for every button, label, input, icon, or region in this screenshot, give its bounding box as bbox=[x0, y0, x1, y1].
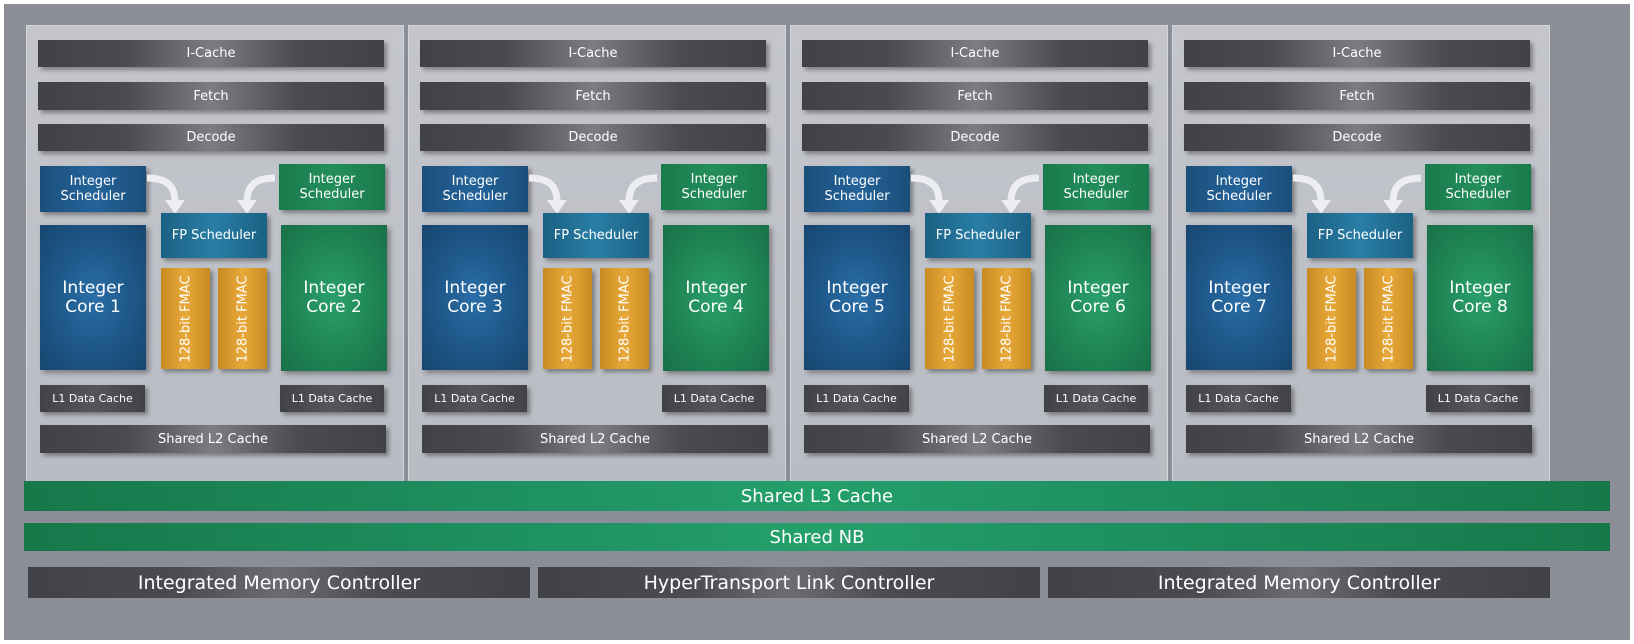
fmac-unit-b: 128-bit FMAC bbox=[218, 268, 267, 369]
curved-arrow-right-icon bbox=[1001, 174, 1040, 214]
fp-scheduler: FP Scheduler bbox=[1307, 213, 1413, 258]
integer-scheduler-left: Integer Scheduler bbox=[422, 166, 528, 212]
fmac-label: 128-bit FMAC bbox=[999, 274, 1014, 363]
integer-scheduler-left: Integer Scheduler bbox=[1186, 166, 1292, 212]
memory-controller-right: Integrated Memory Controller bbox=[1048, 567, 1550, 598]
fetch: Fetch bbox=[420, 82, 766, 110]
fetch: Fetch bbox=[38, 82, 384, 110]
integer-core-left: Integer Core 5 bbox=[804, 225, 910, 370]
l1-data-cache-left: L1 Data Cache bbox=[422, 385, 527, 412]
fp-scheduler: FP Scheduler bbox=[161, 213, 267, 258]
fmac-unit-a: 128-bit FMAC bbox=[925, 268, 974, 369]
shared-l2-cache: Shared L2 Cache bbox=[1186, 425, 1532, 453]
curved-arrow-right-icon bbox=[1383, 174, 1422, 214]
processor-module-2: I-Cache Fetch Decode Integer Scheduler I… bbox=[408, 25, 786, 489]
decode: Decode bbox=[420, 124, 766, 151]
icache: I-Cache bbox=[420, 40, 766, 67]
shared-l2-cache: Shared L2 Cache bbox=[804, 425, 1150, 453]
integer-scheduler-right: Integer Scheduler bbox=[661, 164, 767, 210]
curved-arrow-left-icon bbox=[146, 174, 185, 214]
fmac-unit-a: 128-bit FMAC bbox=[1307, 268, 1356, 369]
l1-data-cache-right: L1 Data Cache bbox=[662, 385, 766, 412]
fetch: Fetch bbox=[1184, 82, 1530, 110]
curved-arrow-left-icon bbox=[528, 174, 567, 214]
decode: Decode bbox=[1184, 124, 1530, 151]
integer-core-right: Integer Core 8 bbox=[1427, 225, 1533, 371]
processor-module-4: I-Cache Fetch Decode Integer Scheduler I… bbox=[1172, 25, 1550, 489]
integer-core-left: Integer Core 7 bbox=[1186, 225, 1292, 370]
fp-scheduler: FP Scheduler bbox=[543, 213, 649, 258]
curved-arrow-right-icon bbox=[619, 174, 658, 214]
fmac-unit-b: 128-bit FMAC bbox=[600, 268, 649, 369]
integer-core-right: Integer Core 4 bbox=[663, 225, 769, 371]
integer-scheduler-left: Integer Scheduler bbox=[804, 166, 910, 212]
fmac-label: 128-bit FMAC bbox=[178, 274, 193, 363]
fmac-unit-a: 128-bit FMAC bbox=[543, 268, 592, 369]
integer-scheduler-right: Integer Scheduler bbox=[279, 164, 385, 210]
curved-arrow-right-icon bbox=[237, 174, 276, 214]
curved-arrow-left-icon bbox=[1292, 174, 1331, 214]
processor-module-1: I-Cache Fetch Decode Integer Scheduler I… bbox=[26, 25, 404, 489]
l1-data-cache-left: L1 Data Cache bbox=[1186, 385, 1291, 412]
decode: Decode bbox=[802, 124, 1148, 151]
integer-scheduler-right: Integer Scheduler bbox=[1043, 164, 1149, 210]
fmac-label: 128-bit FMAC bbox=[1381, 274, 1396, 363]
fmac-label: 128-bit FMAC bbox=[617, 274, 632, 363]
hypertransport-controller: HyperTransport Link Controller bbox=[538, 567, 1040, 598]
fmac-unit-a: 128-bit FMAC bbox=[161, 268, 210, 369]
l1-data-cache-right: L1 Data Cache bbox=[280, 385, 384, 412]
fp-scheduler: FP Scheduler bbox=[925, 213, 1031, 258]
integer-core-left: Integer Core 1 bbox=[40, 225, 146, 370]
fetch: Fetch bbox=[802, 82, 1148, 110]
integer-core-left: Integer Core 3 bbox=[422, 225, 528, 370]
icache: I-Cache bbox=[802, 40, 1148, 67]
icache: I-Cache bbox=[1184, 40, 1530, 67]
fmac-unit-b: 128-bit FMAC bbox=[982, 268, 1031, 369]
fmac-unit-b: 128-bit FMAC bbox=[1364, 268, 1413, 369]
memory-controller-left: Integrated Memory Controller bbox=[28, 567, 530, 598]
curved-arrow-left-icon bbox=[910, 174, 949, 214]
l1-data-cache-left: L1 Data Cache bbox=[804, 385, 909, 412]
shared-l2-cache: Shared L2 Cache bbox=[422, 425, 768, 453]
decode: Decode bbox=[38, 124, 384, 151]
integer-scheduler-left: Integer Scheduler bbox=[40, 166, 146, 212]
fmac-label: 128-bit FMAC bbox=[235, 274, 250, 363]
fmac-label: 128-bit FMAC bbox=[1324, 274, 1339, 363]
shared-l2-cache: Shared L2 Cache bbox=[40, 425, 386, 453]
processor-module-3: I-Cache Fetch Decode Integer Scheduler I… bbox=[790, 25, 1168, 489]
icache: I-Cache bbox=[38, 40, 384, 67]
l1-data-cache-right: L1 Data Cache bbox=[1426, 385, 1530, 412]
l1-data-cache-left: L1 Data Cache bbox=[40, 385, 145, 412]
l1-data-cache-right: L1 Data Cache bbox=[1044, 385, 1148, 412]
fmac-label: 128-bit FMAC bbox=[942, 274, 957, 363]
shared-l3-cache: Shared L3 Cache bbox=[24, 481, 1610, 511]
integer-core-right: Integer Core 6 bbox=[1045, 225, 1151, 371]
fmac-label: 128-bit FMAC bbox=[560, 274, 575, 363]
integer-core-right: Integer Core 2 bbox=[281, 225, 387, 371]
integer-scheduler-right: Integer Scheduler bbox=[1425, 164, 1531, 210]
shared-nb: Shared NB bbox=[24, 523, 1610, 551]
